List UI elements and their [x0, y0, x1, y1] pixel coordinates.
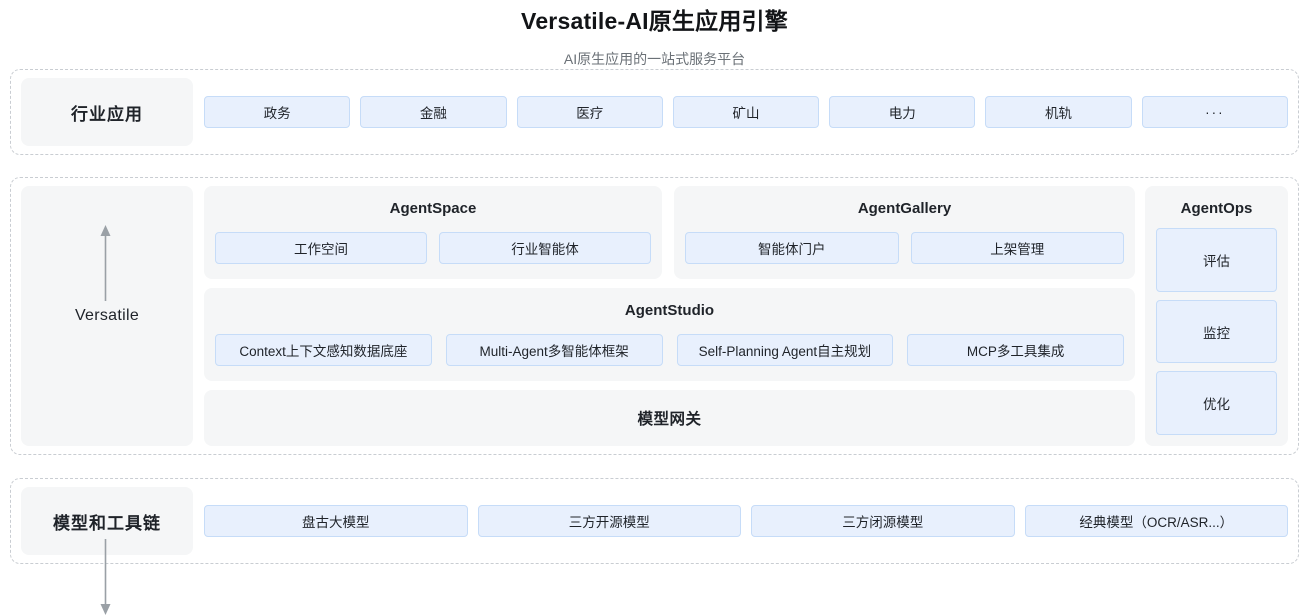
agentstudio-chip-self-planning-agent[interactable]: Self-Planning Agent自主规划	[676, 333, 894, 366]
layer-label-industry: 行业应用	[21, 78, 193, 146]
industry-chip-finance[interactable]: 金融	[360, 96, 507, 128]
agentspace-chip-industry-agent[interactable]: 行业智能体	[439, 231, 651, 264]
layer-models-and-toolchain: 模型和工具链 盘古大模型 三方开源模型 三方闭源模型 经典模型（OCR/ASR.…	[10, 478, 1299, 564]
agentstudio-chip-context-data-base[interactable]: Context上下文感知数据底座	[215, 333, 432, 366]
agentops-chip-monitoring[interactable]: 监控	[1156, 299, 1277, 364]
card-title-agentstudio: AgentStudio	[624, 301, 715, 319]
industry-chip-list: 政务 金融 医疗 矿山 电力 机轨 ···	[193, 78, 1288, 146]
agentspace-chip-list: 工作空间 行业智能体	[215, 228, 651, 268]
card-agentgallery: AgentGallery 智能体门户 上架管理	[674, 186, 1135, 279]
industry-chip-power[interactable]: 电力	[829, 96, 976, 128]
agentstudio-chip-mcp-tool-integration[interactable]: MCP多工具集成	[907, 333, 1124, 366]
models-chip-pangu[interactable]: 盘古大模型	[204, 505, 468, 537]
model-gateway-bar[interactable]: 模型网关	[204, 389, 1135, 446]
card-title-agentops: AgentOps	[1180, 200, 1253, 217]
models-chip-third-party-closed-source[interactable]: 三方闭源模型	[751, 505, 1015, 537]
industry-chip-mining[interactable]: 矿山	[672, 96, 820, 128]
agentops-chip-list: 评估 监控 优化	[1156, 228, 1277, 436]
agentgallery-chip-agent-portal[interactable]: 智能体门户	[685, 231, 899, 264]
layer-label-models: 模型和工具链	[21, 487, 193, 555]
platform-top-cards: AgentSpace 工作空间 行业智能体 AgentGallery 智能体门户	[204, 186, 1135, 279]
card-agentops: AgentOps 评估 监控 优化	[1145, 186, 1288, 446]
page-subtitle: AI原生应用的一站式服务平台	[563, 51, 746, 67]
agentops-chip-evaluation[interactable]: 评估	[1156, 228, 1277, 292]
layer-industry-applications: 行业应用 政务 金融 医疗 矿山 电力 机轨 ···	[10, 69, 1299, 155]
platform-body: AgentSpace 工作空间 行业智能体 AgentGallery 智能体门户	[193, 186, 1288, 446]
page-header: Versatile-AI原生应用引擎 AI原生应用的一站式服务平台	[0, 0, 1309, 69]
layer-versatile-platform: Versatile AgentSpace 工作空间 行业智能体	[10, 177, 1299, 455]
agentstudio-chip-list: Context上下文感知数据底座 Multi-Agent多智能体框架 Self-…	[215, 330, 1124, 370]
agentgallery-chip-listing-management[interactable]: 上架管理	[910, 231, 1124, 264]
industry-chip-healthcare[interactable]: 医疗	[516, 96, 663, 128]
architecture-diagram: 行业应用 政务 金融 医疗 矿山 电力 机轨 ··· Versatile	[10, 69, 1299, 615]
models-chip-classic-models[interactable]: 经典模型（OCR/ASR...）	[1024, 505, 1288, 537]
models-chip-third-party-open-source[interactable]: 三方开源模型	[477, 505, 741, 537]
card-title-agentspace: AgentSpace	[389, 200, 477, 217]
page-title: Versatile-AI原生应用引擎	[521, 8, 788, 34]
agentstudio-chip-multi-agent-framework[interactable]: Multi-Agent多智能体框架	[445, 333, 663, 366]
platform-main-column: AgentSpace 工作空间 行业智能体 AgentGallery 智能体门户	[204, 186, 1135, 446]
agentspace-chip-workspace[interactable]: 工作空间	[215, 231, 427, 264]
industry-chip-rail[interactable]: 机轨	[985, 96, 1132, 128]
layer-label-versatile: Versatile	[21, 186, 193, 446]
card-agentstudio: AgentStudio Context上下文感知数据底座 Multi-Agent…	[204, 287, 1135, 381]
models-chip-list: 盘古大模型 三方开源模型 三方闭源模型 经典模型（OCR/ASR...）	[193, 487, 1288, 555]
industry-chip-government[interactable]: 政务	[204, 96, 351, 128]
agentops-chip-optimization[interactable]: 优化	[1156, 371, 1277, 436]
agentgallery-chip-list: 智能体门户 上架管理	[685, 228, 1124, 268]
industry-chip-more[interactable]: ···	[1141, 96, 1288, 128]
card-agentspace: AgentSpace 工作空间 行业智能体	[204, 186, 662, 279]
card-title-agentgallery: AgentGallery	[857, 200, 952, 217]
